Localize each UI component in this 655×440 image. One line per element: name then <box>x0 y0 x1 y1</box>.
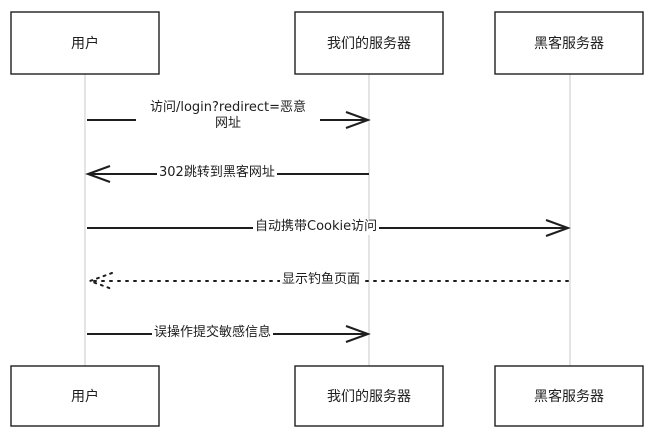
message-1-label: 访问/login?redirect=恶意 网址 <box>136 100 320 132</box>
message-1-label-line-1: 访问/login?redirect=恶意 <box>149 100 307 115</box>
participant-box-user-bottom <box>10 365 160 427</box>
message-1-label-line-2: 网址 <box>214 116 241 131</box>
participant-hacker-server-label: 黑客服务器 <box>534 389 604 405</box>
message-3-arrowhead <box>545 219 571 237</box>
participant-hacker-server-label: 黑客服务器 <box>534 36 604 52</box>
message-2-label: 302跳转到黑客网址 <box>157 165 277 181</box>
participant-hacker-server-bottom: 黑客服务器 <box>495 366 643 426</box>
participant-user-bottom: 用户 <box>11 366 159 426</box>
message-3-label: 自动携带Cookie访问 <box>253 219 380 235</box>
message-5-arrowhead <box>345 325 371 343</box>
participant-user-label: 用户 <box>71 389 99 405</box>
participant-our-server-label: 我们的服务器 <box>327 36 411 52</box>
message-5-label: 误操作提交敏感信息 <box>152 325 274 341</box>
participant-box-our-server-bottom <box>294 365 444 427</box>
message-4-label: 显示钓鱼页面 <box>280 272 363 288</box>
participant-box-hacker-server-top <box>494 11 644 75</box>
participant-box-user-top <box>10 11 160 75</box>
participant-user-top: 用户 <box>11 12 159 74</box>
participant-user-label: 用户 <box>71 36 99 52</box>
participant-hacker-server-top: 黑客服务器 <box>495 12 643 74</box>
message-2-arrowhead <box>85 165 111 183</box>
participant-box-our-server-top <box>294 11 444 75</box>
message-1-arrowhead <box>345 111 371 129</box>
participant-our-server-top: 我们的服务器 <box>295 12 443 74</box>
message-4-arrowhead <box>87 272 113 290</box>
participant-box-hacker-server-bottom <box>494 365 644 427</box>
participant-our-server-label: 我们的服务器 <box>327 389 411 405</box>
participant-our-server-bottom: 我们的服务器 <box>295 366 443 426</box>
